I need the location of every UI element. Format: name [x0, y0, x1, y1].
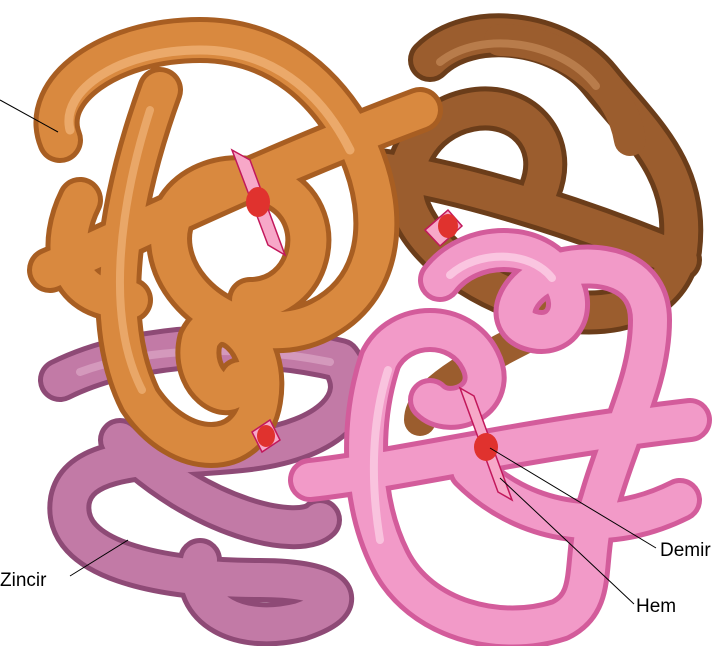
iron-label: Demir: [660, 540, 711, 562]
chain-label: Zincir: [0, 570, 46, 592]
iron-atom-orange: [246, 187, 270, 217]
iron-atom-mauve: [257, 425, 275, 447]
heme-label: Hem: [636, 596, 676, 618]
iron-atom-pink: [474, 433, 498, 461]
iron-atom-brown: [438, 214, 458, 238]
